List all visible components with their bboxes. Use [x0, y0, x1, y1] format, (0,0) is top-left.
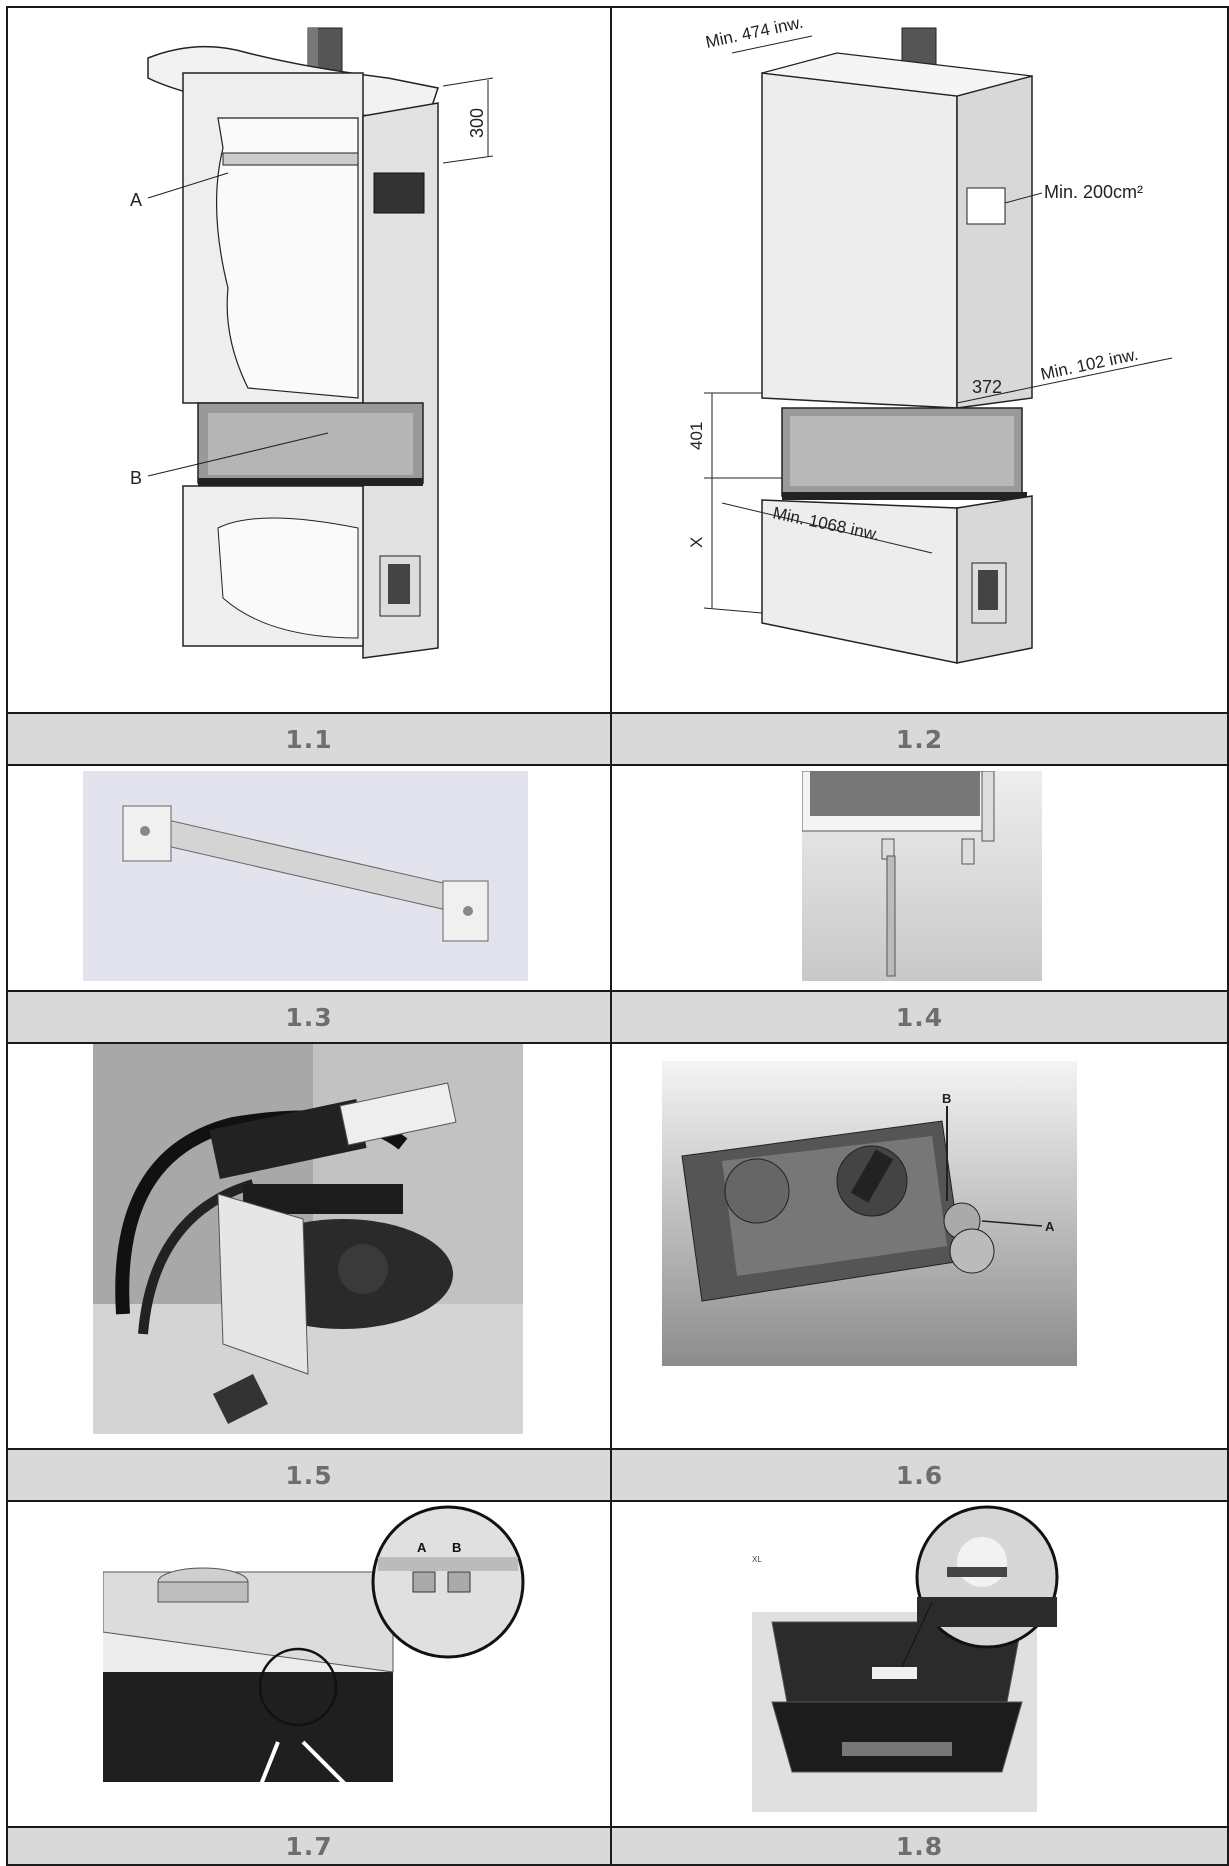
figure-grid: 300 A B Min. 200cm²: [6, 6, 1229, 1866]
figure-caption: 1.4: [610, 990, 1229, 1044]
figure-caption: 1.2: [610, 712, 1229, 766]
mounting-bracket-image: [83, 771, 528, 981]
callout-a: A: [130, 190, 142, 210]
callout-b: B: [942, 1091, 951, 1106]
figure-caption: 1.7: [6, 1826, 612, 1866]
figure-1-3-cell: [6, 764, 612, 992]
firebox-interior-image: XL: [752, 1505, 1059, 1812]
figure-1-5-cell: [6, 1042, 612, 1450]
figure-caption: 1.8: [610, 1826, 1229, 1866]
callout-b: B: [452, 1540, 461, 1555]
figure-1-8-cell: XL: [610, 1500, 1229, 1828]
fireplace-dimensions-diagram: Min. 200cm² Min. 474 inw. Min. 102 inw. …: [687, 13, 1173, 664]
callout-a: A: [417, 1540, 427, 1555]
callout-a: A: [1045, 1219, 1055, 1234]
callout-b: B: [130, 468, 142, 488]
figure-caption: 1.1: [6, 712, 612, 766]
figure-caption: 1.3: [6, 990, 612, 1044]
figure-1-6-cell: B A: [610, 1042, 1229, 1450]
figure-1-4-cell: [610, 764, 1229, 992]
xl-mark: XL: [752, 1555, 762, 1564]
firebox-legs-image: [802, 771, 1042, 981]
dim-102-label: Min. 102 inw.: [1039, 345, 1140, 384]
dim-x-label: X: [687, 537, 706, 548]
fireplace-cutaway-diagram: 300 A B: [130, 27, 494, 659]
gas-valve-photo: [93, 1044, 523, 1434]
figure-1-1-cell: 300 A B: [6, 6, 612, 714]
dim-474-label: Min. 474 inw.: [704, 13, 805, 52]
connection-detail-image: A B: [103, 1505, 525, 1793]
dim-372-label: 372: [972, 377, 1002, 397]
vent-label: Min. 200cm²: [1044, 182, 1143, 202]
gas-control-unit-image: B A: [662, 1061, 1077, 1366]
figure-caption: 1.6: [610, 1448, 1229, 1502]
figure-caption: 1.5: [6, 1448, 612, 1502]
figure-1-7-cell: A B: [6, 1500, 612, 1828]
dim-401-label: 401: [687, 422, 706, 450]
dim-300-label: 300: [467, 108, 487, 138]
figure-1-2-cell: Min. 200cm² Min. 474 inw. Min. 102 inw. …: [610, 6, 1229, 714]
